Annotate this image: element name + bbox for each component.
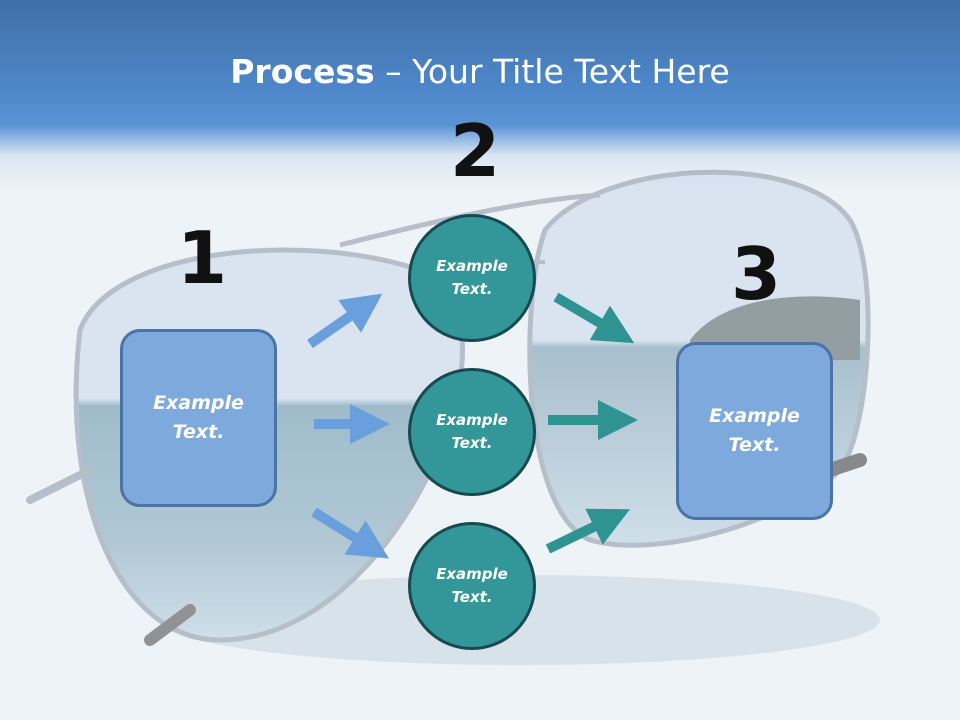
step-1-box: Example Text.: [120, 329, 277, 507]
title-banner: [0, 0, 960, 190]
arrow-from-bottom-circle: [545, 508, 630, 554]
arrow-from-top-circle: [553, 292, 635, 344]
step-2-circle-bottom: Example Text.: [408, 522, 536, 650]
arrow-to-bottom-circle: [311, 507, 389, 559]
step-1-number: 1: [177, 216, 228, 300]
step-3-box: Example Text.: [676, 342, 833, 520]
circle-middle-text: Example Text.: [436, 411, 508, 452]
arrow-to-top-circle: [307, 293, 383, 349]
step-3-box-text: Example Text.: [709, 405, 800, 456]
title-bold-text: Process: [230, 52, 375, 91]
step-2-circle-top: Example Text.: [408, 214, 536, 342]
slide-title: Process – Your Title Text Here: [0, 52, 960, 91]
circle-top-text: Example Text.: [436, 257, 508, 298]
circle-bottom-text: Example Text.: [436, 565, 508, 606]
step-3-number: 3: [731, 232, 782, 316]
step-1-box-text: Example Text.: [153, 392, 244, 443]
step-2-number: 2: [450, 109, 501, 193]
step-2-circle-middle: Example Text.: [408, 368, 536, 496]
title-rest-text: – Your Title Text Here: [374, 52, 730, 91]
